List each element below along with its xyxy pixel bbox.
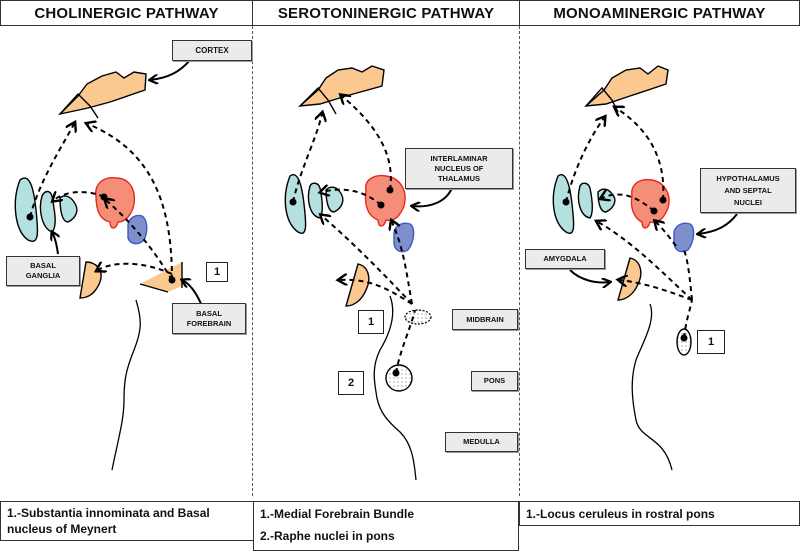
amygdala-shape [345, 263, 370, 307]
cortex-shape [57, 71, 147, 116]
monoaminergic-diagram [552, 65, 738, 471]
brainstem-outline [111, 299, 141, 471]
marker-1: 1 [206, 262, 228, 282]
legend-item: 2.-Raphe nuclei in pons [260, 529, 395, 543]
basal-forebrain-label: BASAL FOREBRAIN [172, 303, 246, 334]
monoaminergic-panel-title: MONOAMINERGIC PATHWAY [519, 0, 800, 26]
pons-raphe-shape [385, 364, 413, 392]
cortex-shape [297, 65, 385, 107]
thalamus-shape [95, 177, 136, 229]
legend-item: 1.-Substantia innominata and Basal nucle… [7, 506, 210, 536]
basal-ganglia-middle [39, 190, 56, 233]
basal-forebrain-shape [140, 262, 182, 292]
serotoninergic-panel-title: SEROTONINERGIC PATHWAY [252, 0, 520, 26]
interlaminar-nucleus-label: INTERLAMINAR NUCLEUS OF THALAMUS [405, 148, 513, 189]
cholinergic-panel-title: CHOLINERGIC PATHWAY [0, 0, 253, 26]
locus-ceruleus-shape [676, 328, 692, 356]
hypothalamus-shape [393, 222, 415, 253]
legend-item: 1.-Medial Forebrain Bundle [260, 507, 415, 521]
monoaminergic-legend: 1.-Locus ceruleus in rostral pons [519, 501, 800, 526]
brainstem-outline [631, 303, 673, 471]
marker-2: 2 [338, 371, 364, 395]
hypothalamus-shape [673, 222, 695, 253]
legend-item: 1.-Locus ceruleus in rostral pons [526, 507, 715, 521]
basal-ganglia-inner [59, 195, 78, 223]
serotoninergic-legend: 1.-Medial Forebrain Bundle 2.-Raphe nucl… [253, 501, 519, 551]
thalamus-shape [364, 174, 406, 227]
medulla-label: MEDULLA [445, 432, 518, 452]
amygdala-shape [617, 257, 642, 301]
hypothalamus-septal-label: HYPOTHALAMUS AND SEPTAL NUCLEI [700, 168, 796, 213]
cholinergic-diagram [14, 59, 203, 471]
midbrain-raphe-shape [404, 309, 432, 325]
basal-ganglia-middle [307, 182, 323, 219]
hypothalamus-shape [127, 214, 148, 245]
panel-divider [519, 26, 520, 496]
pons-label: PONS [471, 371, 518, 391]
amygdala-shape [79, 261, 102, 299]
brainstem-outline [373, 295, 417, 481]
basal-ganglia-outer [14, 177, 39, 242]
midbrain-label: MIDBRAIN [452, 309, 518, 330]
basal-ganglia-middle [577, 182, 593, 219]
marker-1: 1 [358, 310, 384, 334]
marker-1: 1 [697, 330, 725, 354]
basal-ganglia-inner [597, 188, 616, 213]
basal-ganglia-label: BASAL GANGLIA [6, 256, 80, 286]
cortex-shape [583, 65, 669, 107]
cortex-label: CORTEX [172, 40, 252, 61]
cholinergic-legend: 1.-Substantia innominata and Basal nucle… [0, 501, 254, 541]
amygdala-label: AMYGDALA [525, 249, 605, 269]
panel-divider [252, 26, 253, 496]
serotoninergic-diagram [284, 65, 453, 481]
